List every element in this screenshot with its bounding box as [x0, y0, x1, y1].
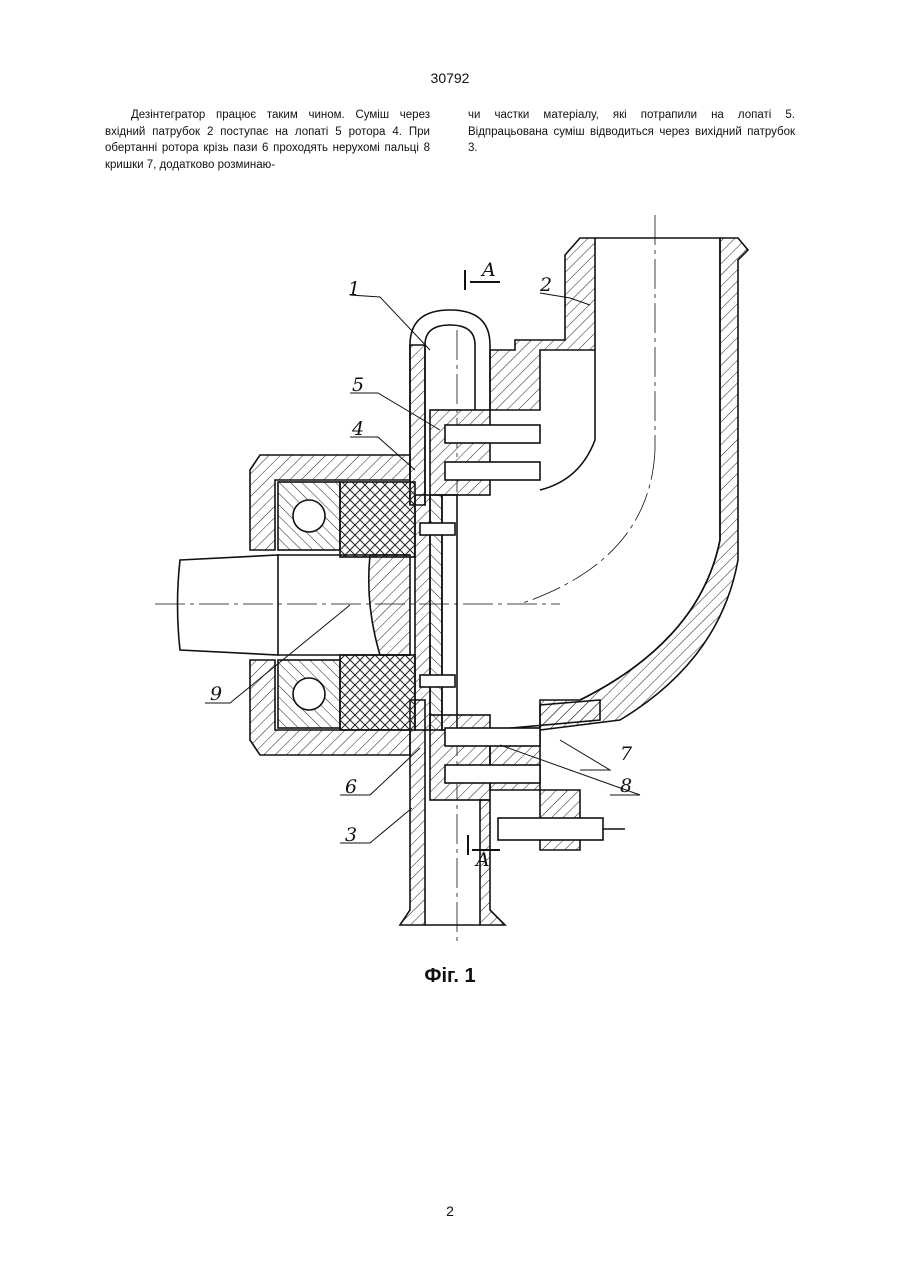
callout-7: 7 [620, 743, 633, 765]
callout-5: 5 [352, 374, 364, 396]
section-mark-a-top: A [480, 259, 496, 281]
figure-caption: Фіг. 1 [0, 965, 900, 988]
section-mark-a-bottom: A [474, 849, 490, 871]
callout-3: 3 [345, 824, 357, 846]
callout-4: 4 [351, 418, 364, 440]
drawing-body [155, 215, 748, 945]
disintegrator-cross-section-drawing: 1 2 3 4 5 6 7 8 9 A A [0, 200, 900, 960]
document-number: 30792 [0, 70, 900, 86]
callout-6: 6 [345, 776, 357, 798]
text-column-right: чи частки матеріалу, які потрапили на ло… [468, 107, 795, 157]
page-number: 2 [0, 1203, 900, 1219]
callout-2: 2 [539, 274, 552, 296]
callout-9: 9 [210, 683, 222, 705]
callout-8: 8 [620, 775, 632, 797]
text-column-left: Дезінтегратор працює таким чином. Суміш … [105, 107, 430, 173]
callout-1: 1 [348, 278, 360, 300]
